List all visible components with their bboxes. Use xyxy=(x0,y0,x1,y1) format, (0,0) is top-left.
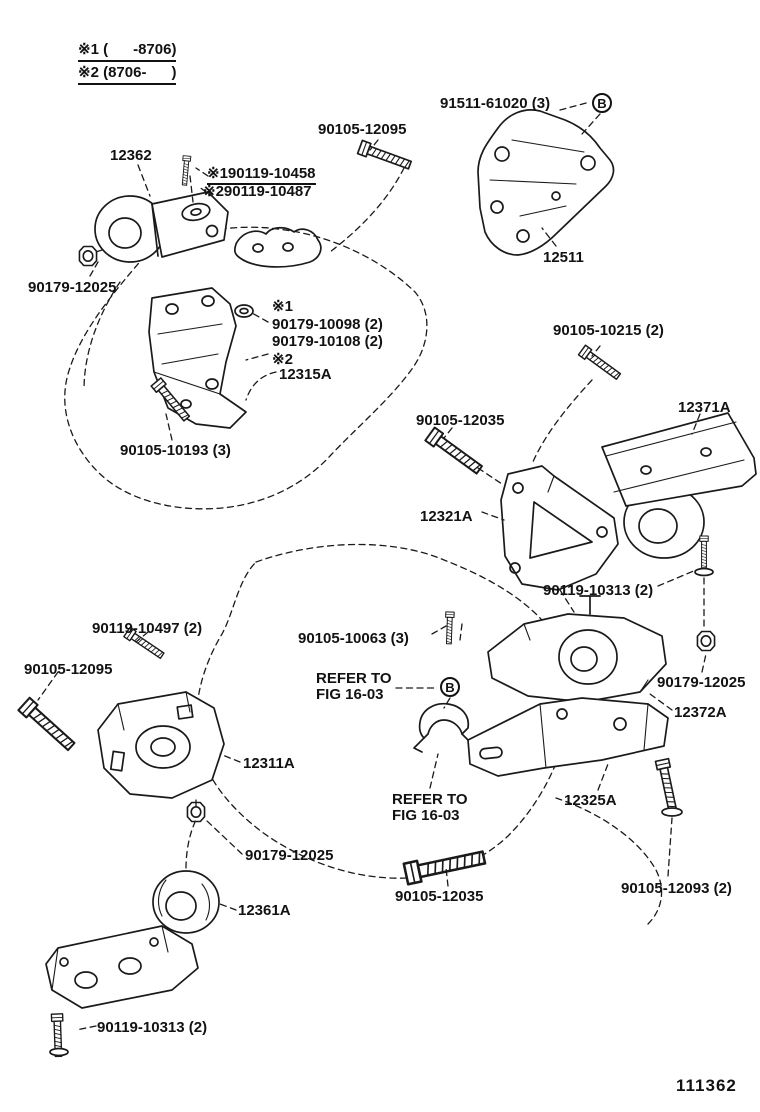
part-label-91511-61020: 91511-61020 (3) xyxy=(440,95,551,112)
part-label-90105-12095-left: 90105-12095 xyxy=(24,661,113,678)
note-variant-2: ※2 (8706- ) xyxy=(78,63,177,85)
part-bracket-12325a xyxy=(467,697,669,777)
part-stud-bolts xyxy=(180,155,211,222)
callout-badge-b-mid: B xyxy=(440,677,460,697)
part-label-90119-10313-right: 90119-10313 (2) xyxy=(543,582,654,599)
part-label-12371a: 12371A xyxy=(678,399,731,416)
refer-to-fig-bottom-line1: REFER TO xyxy=(392,791,468,808)
refer-to-fig-bottom-line2: FIG 16-03 xyxy=(392,807,460,824)
part-bracket-12315a xyxy=(148,287,254,429)
part-mount-assembly-12372a xyxy=(487,595,667,703)
ref-mark-1: ※1 xyxy=(272,298,293,315)
refer-to-fig-top-line1: REFER TO xyxy=(316,670,392,687)
callout-badge-b-top: B xyxy=(592,93,612,113)
leader-lines xyxy=(37,101,707,1031)
part-label-90105-10063: 90105-10063 (3) xyxy=(298,630,409,647)
part-label-90119-10487: ※290119-10487 xyxy=(203,183,312,200)
figure-number: 111362 xyxy=(676,1076,737,1095)
part-rear-mount-12361a xyxy=(45,870,220,1009)
part-label-12325a: 12325A xyxy=(564,792,617,809)
part-label-90119-10313-bottom: 90119-10313 (2) xyxy=(97,1019,208,1036)
part-label-90105-12035-top: 90105-12035 xyxy=(416,412,505,429)
part-label-12511: 12511 xyxy=(543,249,584,266)
refer-to-fig-top-line2: FIG 16-03 xyxy=(316,686,384,703)
part-label-90179-12025-top: 90179-12025 xyxy=(28,279,117,296)
part-label-12321a: 12321A xyxy=(420,508,473,525)
part-label-90105-12095-top: 90105-12095 xyxy=(318,121,407,138)
part-insulator-upper xyxy=(623,485,705,559)
part-nut-90179-12025-right xyxy=(696,630,716,652)
part-bracket-12511 xyxy=(477,109,615,256)
part-label-90119-10497: 90119-10497 (2) xyxy=(92,620,203,637)
part-label-90179-10098: 90179-10098 (2) xyxy=(272,316,383,333)
part-label-12372a: 12372A xyxy=(674,704,727,721)
part-label-90105-12035-bottom: 90105-12035 xyxy=(395,888,484,905)
part-bolt-90119-10313-right xyxy=(694,535,714,577)
part-label-90105-10193: 90105-10193 (3) xyxy=(120,442,231,459)
part-bracket-12321a xyxy=(500,465,619,591)
part-front-mount-12362 xyxy=(94,191,229,263)
part-bolt-90105-12035-top xyxy=(424,426,486,478)
part-bolt-90105-12095-top xyxy=(356,139,414,173)
part-label-90179-10108: 90179-10108 (2) xyxy=(272,333,383,350)
part-label-90179-12025-right: 90179-12025 xyxy=(657,674,746,691)
part-bolt-90105-12093 xyxy=(654,757,683,817)
part-label-12361a: 12361A xyxy=(238,902,291,919)
part-label-90119-10458: ※190119-10458 xyxy=(207,164,316,185)
part-nut-90179-12025-top xyxy=(78,245,98,267)
part-label-12315a: 12315A xyxy=(279,366,332,383)
part-bolt-90119-10313-bottom xyxy=(49,1013,69,1058)
part-label-12362: 12362 xyxy=(110,147,152,164)
part-label-90179-12025-mid: 90179-12025 xyxy=(245,847,334,864)
part-clamp-fig16-03 xyxy=(413,702,471,753)
part-label-90105-12093: 90105-12093 (2) xyxy=(621,880,732,897)
part-plate-12371a xyxy=(601,412,757,507)
part-label-12311a: 12311A xyxy=(243,755,295,772)
part-bolt-90105-12035-bottom xyxy=(402,845,488,886)
part-bolt-90105-10215 xyxy=(577,344,623,383)
part-bolt-90105-10063 xyxy=(444,611,455,645)
part-label-90105-10215: 90105-10215 (2) xyxy=(553,322,664,339)
note-variant-1: ※1 ( -8706) xyxy=(78,40,177,62)
ref-mark-2: ※2 xyxy=(272,351,293,368)
engine-top-detail xyxy=(233,226,322,268)
part-bracket-12311a xyxy=(97,691,225,799)
part-bolt-90105-12095-left xyxy=(17,696,78,754)
